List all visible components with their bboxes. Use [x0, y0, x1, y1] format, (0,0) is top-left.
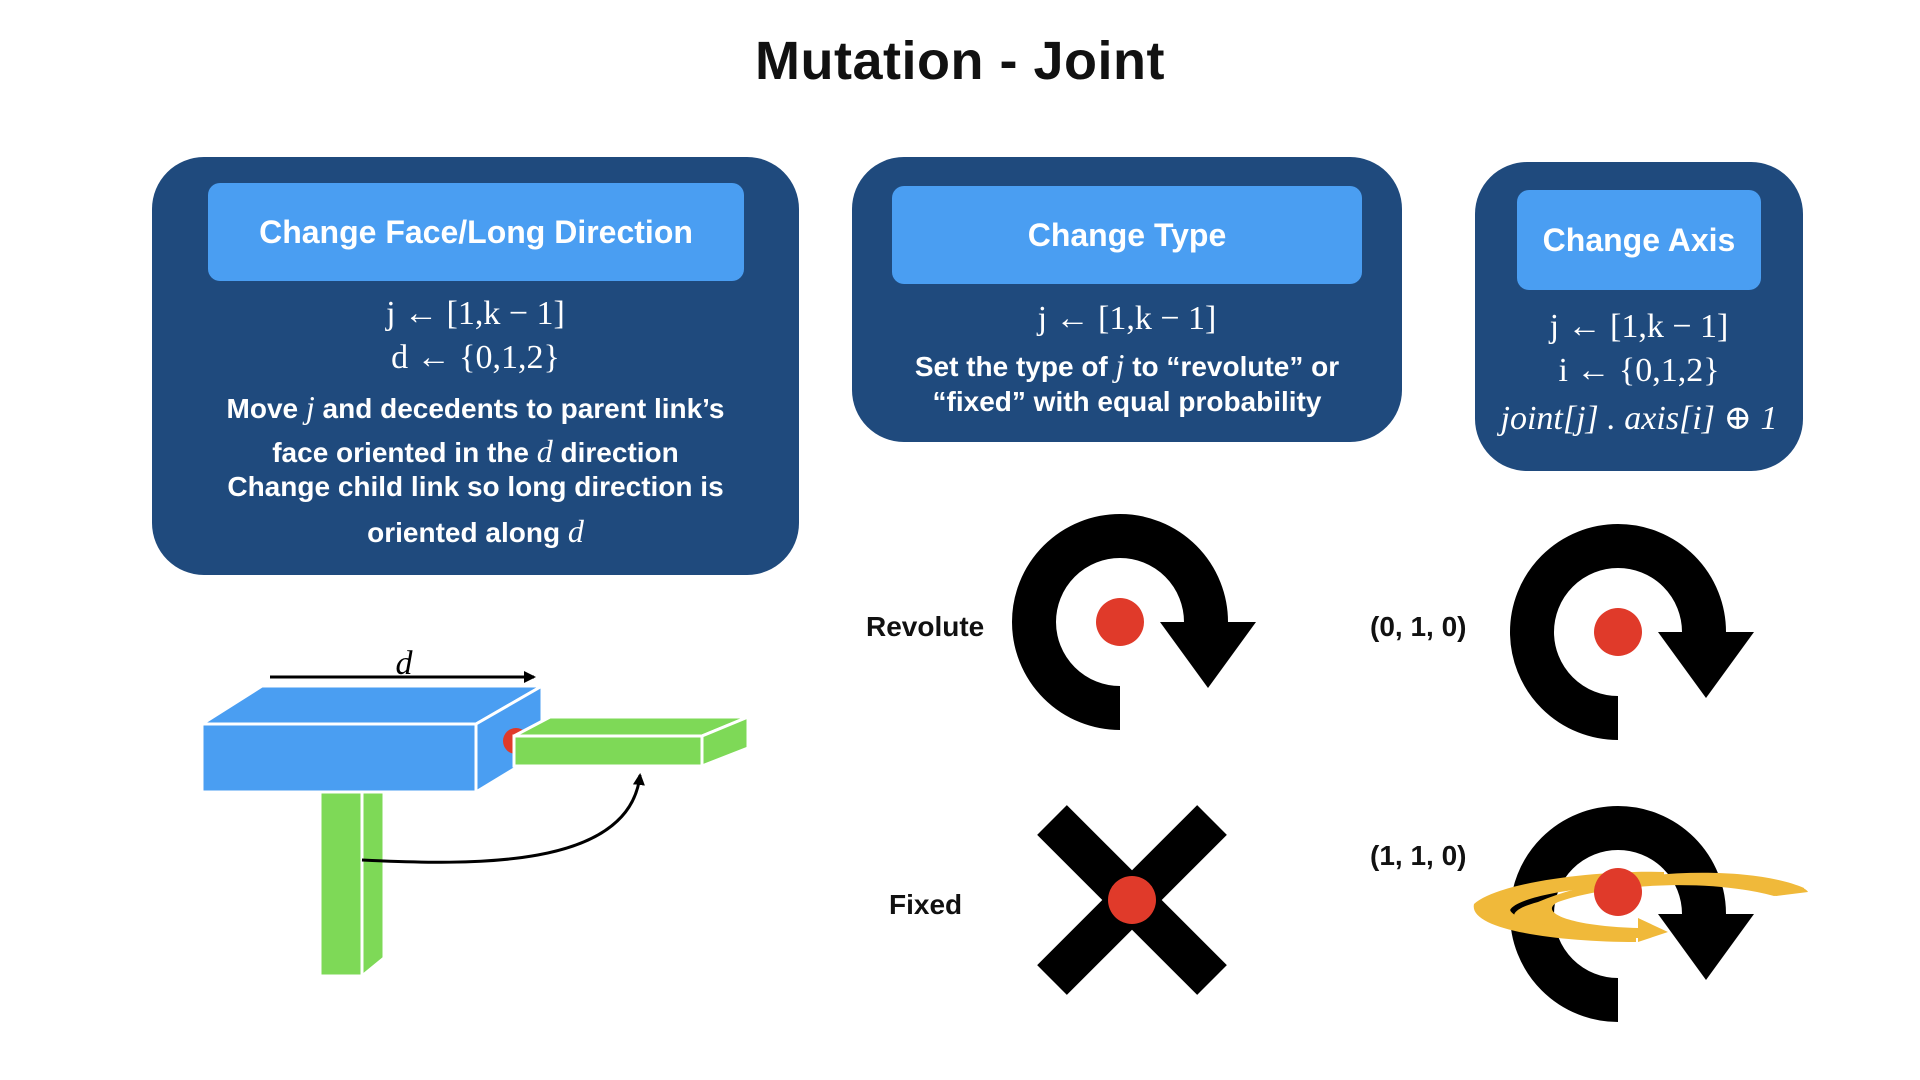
face-eq-j: j ← [1,k − 1] — [386, 295, 565, 332]
type-eq-j: j ← [1,k − 1] — [1037, 300, 1217, 337]
fixed-label: Fixed — [889, 889, 963, 920]
panel-change-type: Change Type j ← [1,k − 1] Set the type o… — [852, 157, 1402, 442]
axis-eq-i: i ← {0,1,2} — [1558, 352, 1720, 389]
axis-label-010: (0, 1, 0) — [1370, 611, 1467, 642]
panel-header-change-face: Change Face/Long Direction — [208, 183, 744, 281]
axis-label-110: (1, 1, 0) — [1370, 840, 1467, 871]
type-text-line2: Set the type of j to “revolute” or — [914, 347, 1340, 383]
move-arrow — [361, 773, 645, 864]
child-link-green-horizontal — [512, 714, 750, 769]
axis-rotation-icon-010 — [1510, 524, 1754, 740]
face-text-line5: Change child link so long direction is — [227, 471, 724, 502]
panel-change-axis: Change Axis j ← [1,k − 1] i ← {0,1,2} jo… — [1475, 162, 1803, 471]
panel-header-change-axis: Change Axis — [1517, 190, 1761, 290]
panel-change-face: Change Face/Long Direction j ← [1,k − 1]… — [152, 157, 799, 575]
panel-header-change-type: Change Type — [892, 186, 1362, 284]
revolute-icon — [1012, 514, 1256, 730]
child-link-green-vertical — [318, 790, 386, 980]
axis-eq-xor: joint[j] . axis[i] ⊕ 1 — [1500, 400, 1778, 437]
face-eq-d: d ← {0,1,2} — [391, 339, 560, 376]
type-text-line3: “fixed” with equal probability — [932, 386, 1322, 417]
face-text-line3: Move j and decedents to parent link’s — [226, 389, 725, 425]
axis-rotation-icon-110 — [1473, 806, 1808, 1022]
parent-link-blue — [196, 683, 548, 795]
revolute-label: Revolute — [866, 611, 985, 642]
face-text-line6: oriented along d — [367, 513, 584, 549]
fixed-icon — [1037, 805, 1227, 995]
page-title: Mutation - Joint — [755, 31, 1165, 91]
face-text-line4: face oriented in the d direction — [272, 433, 679, 469]
direction-label: d — [396, 645, 414, 682]
axis-eq-j: j ← [1,k − 1] — [1549, 308, 1729, 345]
joint-dot-diagram — [503, 728, 529, 754]
